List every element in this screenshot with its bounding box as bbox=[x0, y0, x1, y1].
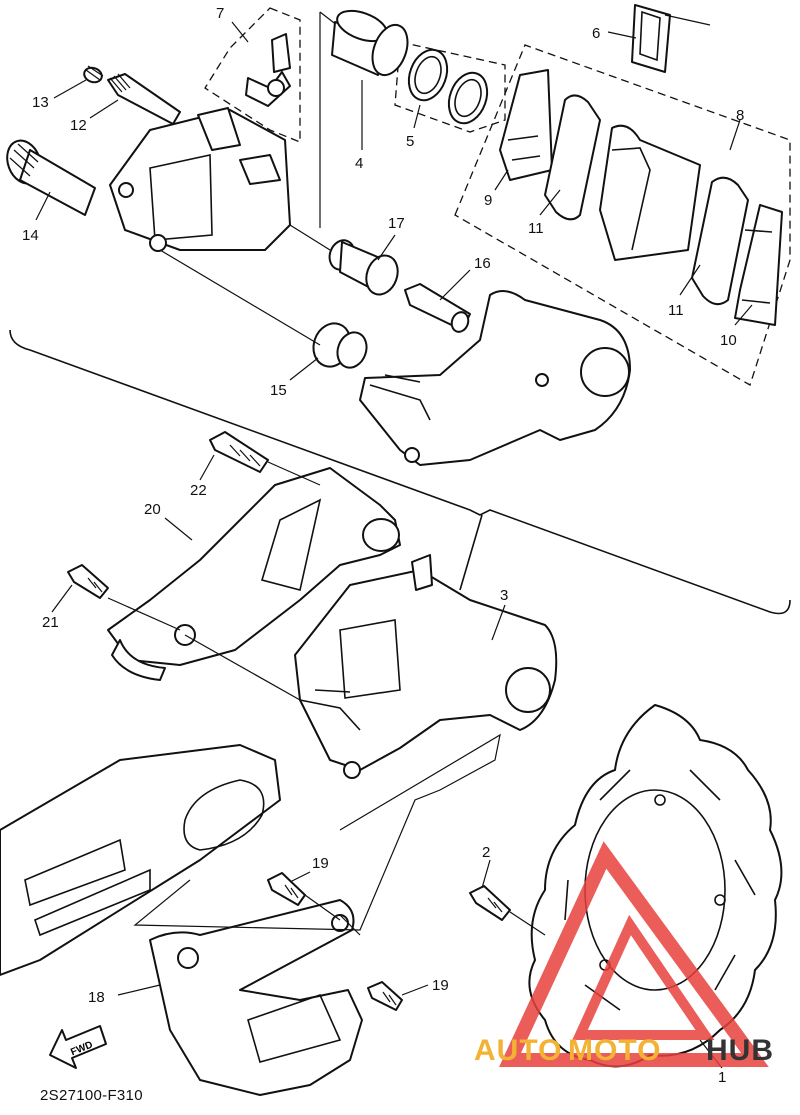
callout-12: 12 bbox=[70, 117, 87, 134]
callout-15: 15 bbox=[270, 382, 287, 399]
callout-20: 20 bbox=[144, 501, 161, 518]
bolt-21 bbox=[67, 564, 109, 599]
callout-8: 8 bbox=[736, 107, 744, 124]
leader-lines bbox=[35, 14, 753, 1069]
group-bracket bbox=[9, 329, 791, 615]
brake-pad-11b bbox=[691, 176, 749, 306]
callout-17: 17 bbox=[388, 215, 405, 232]
callout-19a: 19 bbox=[312, 855, 329, 872]
pad-spring-10 bbox=[734, 204, 783, 326]
piston bbox=[331, 9, 409, 77]
group-box-5 bbox=[394, 41, 506, 133]
diagram-code: 2S27100-F310 bbox=[40, 1087, 143, 1104]
swingarm bbox=[0, 744, 281, 976]
watermark-logo bbox=[499, 841, 769, 1067]
caliper-pin-bolt bbox=[404, 283, 471, 333]
callout-3: 3 bbox=[500, 587, 508, 604]
bleed-screw bbox=[245, 33, 291, 107]
callout-22: 22 bbox=[190, 482, 207, 499]
svg-text:HUB: HUB bbox=[706, 1034, 774, 1067]
pin-boot bbox=[312, 322, 368, 369]
group-bracket-stem bbox=[459, 514, 483, 591]
callout-10: 10 bbox=[720, 332, 737, 349]
svg-text:AUTO: AUTO bbox=[474, 1034, 562, 1067]
callout-2: 2 bbox=[482, 844, 490, 861]
callout-6: 6 bbox=[592, 25, 600, 42]
callout-16: 16 bbox=[474, 255, 491, 272]
callout-18: 18 bbox=[88, 989, 105, 1006]
callout-7: 7 bbox=[216, 5, 224, 22]
callout-4: 4 bbox=[355, 155, 363, 172]
group-box-8 bbox=[454, 44, 791, 386]
bolt-19a bbox=[267, 872, 306, 906]
callout-1: 1 bbox=[718, 1069, 726, 1086]
caliper-bracket-upper bbox=[359, 290, 631, 466]
caliper-slide-pin bbox=[6, 139, 96, 216]
pad-clip bbox=[631, 4, 671, 73]
svg-text:MOTO: MOTO bbox=[568, 1034, 661, 1067]
callout-13: 13 bbox=[32, 94, 49, 111]
callout-21: 21 bbox=[42, 614, 59, 631]
callout-11a: 11 bbox=[528, 220, 544, 237]
callout-numbers: 1 2 3 4 5 6 7 8 9 10 11 11 12 13 14 15 1… bbox=[22, 5, 744, 1086]
callout-9: 9 bbox=[484, 192, 492, 209]
brake-pad-11a bbox=[544, 94, 601, 221]
bolt-19b bbox=[367, 981, 403, 1011]
assembly-lines bbox=[107, 224, 546, 936]
bolt-22 bbox=[209, 431, 269, 473]
piston-seals bbox=[407, 48, 489, 125]
brake-disc bbox=[528, 704, 783, 1068]
brake-pad-backing bbox=[599, 124, 701, 261]
callout-5: 5 bbox=[406, 133, 414, 150]
caliper-assembly-lower bbox=[294, 554, 558, 779]
group-box-7 bbox=[204, 7, 301, 143]
plug-screw bbox=[83, 65, 104, 84]
pad-pin bbox=[107, 73, 181, 125]
callout-19b: 19 bbox=[432, 977, 449, 994]
callout-11b: 11 bbox=[668, 302, 684, 319]
callout-14: 14 bbox=[22, 227, 39, 244]
pad-spring-9 bbox=[499, 69, 553, 181]
sleeve bbox=[328, 239, 399, 296]
caliper-body-upper bbox=[109, 107, 291, 252]
forward-arrow: FWD bbox=[49, 1025, 107, 1069]
watermark-text: AUTO MOTO HUB bbox=[474, 1034, 774, 1067]
bolt-2 bbox=[469, 885, 511, 921]
